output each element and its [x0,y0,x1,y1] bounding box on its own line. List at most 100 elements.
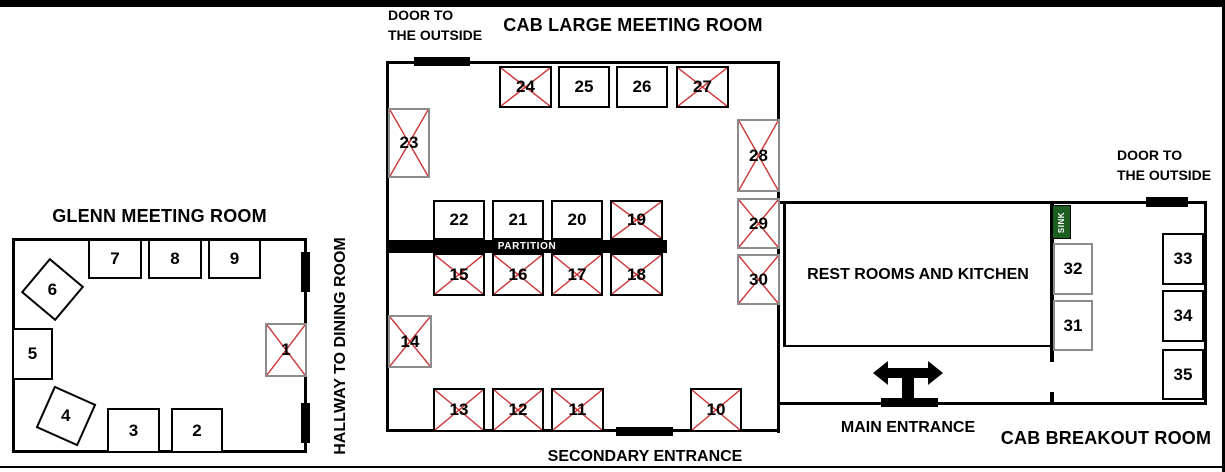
right-border-line [1222,0,1225,472]
table-21: 21 [492,200,544,240]
arrow-left-head [873,361,888,385]
right-wing-right-wall [1204,201,1207,405]
table-12: 12 [492,388,544,432]
door-to-outside-right-line1: DOOR TO [1117,147,1183,163]
main-entrance-door [881,398,938,407]
restrooms-divider-stub [1050,392,1054,404]
table-number: 19 [627,210,646,229]
crossed-out-x-mark [678,68,727,106]
restrooms-left-wall [783,204,786,347]
table-number: 32 [1063,259,1083,278]
table-28: 28 [737,119,780,192]
table-number: 22 [449,210,469,229]
table-19: 19 [610,200,663,240]
door-to-outside-left-line2: THE OUTSIDE [388,27,483,43]
table-14: 14 [388,315,432,368]
table-number: 31 [1063,315,1083,335]
crossed-out-x-mark [612,202,661,238]
crossed-out-x-mark [494,390,542,430]
crossed-out-x-mark [692,390,740,430]
table-number: 23 [399,133,419,152]
table-number: 4 [61,406,71,425]
table-number: 10 [706,400,726,419]
table-34: 34 [1162,290,1204,342]
corridor-connector-wall [777,402,780,433]
table-number: 12 [508,400,528,419]
glenn-room-title: GLENN MEETING ROOM [52,206,267,226]
arrow-crossbar [886,368,930,378]
main-entrance-label: MAIN ENTRANCE [840,419,976,436]
table-number: 7 [110,249,120,268]
table-number: 13 [449,400,469,419]
crossed-out-x-mark [739,200,778,247]
door-to-outside-label-right: DOOR TO THE OUTSIDE [1117,145,1211,185]
table-10: 10 [690,388,742,432]
table-number: 24 [516,77,535,96]
table-16: 16 [492,253,544,296]
table-number: 28 [749,145,768,165]
table-7: 7 [88,239,142,279]
table-number: 5 [27,344,38,363]
crossed-out-x-mark [390,317,430,366]
bottom-border-line [0,466,1225,468]
table-17: 17 [551,253,603,296]
sink-marker: SINK [1052,205,1071,239]
cab-large-top-door [414,57,470,66]
glenn-door-top [301,252,310,292]
table-26: 26 [616,66,668,108]
top-border-bar [0,0,1225,7]
partition-bar: PARTITION [387,240,667,253]
table-23: 23 [388,108,430,178]
crossed-out-x-mark [553,390,602,430]
table-number: 15 [449,264,469,284]
crossed-out-x-mark [267,325,305,375]
entrance-direction-arrows-icon [873,361,943,398]
cab-breakout-room-title: CAB BREAKOUT ROOM [1000,428,1212,448]
arrow-right-head [928,361,943,385]
table-number: 34 [1173,306,1193,325]
table-5: 5 [12,328,53,380]
door-to-outside-left-line1: DOOR TO [388,7,454,23]
table-number: 20 [567,210,587,229]
table-number: 11 [568,400,587,419]
table-number: 3 [128,420,139,440]
table-29: 29 [737,198,780,249]
restrooms-divider-wall [1050,204,1054,362]
hallway-to-dining-room-label: HALLWAY TO DINING ROOM [332,237,349,455]
table-number: 29 [749,213,768,233]
secondary-entrance-door [616,427,673,436]
crossed-out-x-mark [435,390,483,430]
door-to-outside-right-line2: THE OUTSIDE [1117,167,1212,183]
table-31: 31 [1053,300,1093,351]
table-22: 22 [433,200,485,240]
table-number: 16 [508,264,528,284]
table-33: 33 [1162,233,1204,285]
table-1: 1 [265,323,307,377]
table-13: 13 [433,388,485,432]
glenn-door-bottom [301,403,310,443]
table-35: 35 [1162,349,1204,400]
table-25: 25 [558,66,610,108]
table-8: 8 [148,239,202,279]
table-number: 17 [567,264,587,284]
breakout-outside-door [1146,197,1188,207]
cab-large-room-title: CAB LARGE MEETING ROOM [503,15,763,35]
table-number: 35 [1173,364,1193,384]
door-to-outside-label-left: DOOR TO THE OUTSIDE [388,5,482,45]
right-wing-top-wall [780,201,1207,204]
crossed-out-x-mark [612,255,661,294]
table-15: 15 [433,253,485,296]
table-number: 30 [749,269,768,289]
table-number: 18 [627,264,646,284]
table-number: 21 [508,210,528,229]
table-9: 9 [208,239,261,279]
right-wing-bottom-wall [780,402,1207,405]
crossed-out-x-mark [435,255,483,294]
table-24: 24 [499,66,552,108]
table-number: 2 [192,420,202,440]
table-3: 3 [107,408,160,453]
table-number: 9 [229,249,240,268]
table-20: 20 [551,200,603,240]
table-18: 18 [610,253,663,296]
